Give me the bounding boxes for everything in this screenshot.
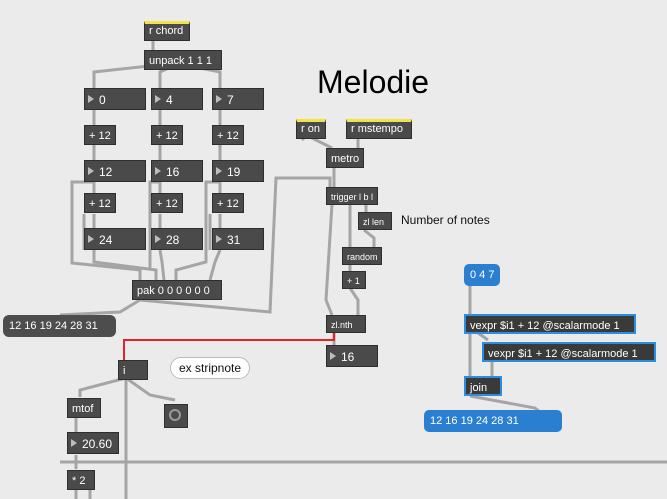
bang-button[interactable]	[164, 404, 188, 428]
bang-icon	[169, 409, 181, 421]
unpack-object[interactable]: unpack 1 1 1	[144, 50, 222, 70]
int-object[interactable]: i	[118, 360, 148, 380]
number-box-16[interactable]: 16	[151, 160, 203, 182]
times-2-object[interactable]: * 2	[67, 470, 95, 490]
plus-12-object[interactable]: + 12	[151, 193, 183, 213]
vexpr-object-2[interactable]: vexpr $i1 + 12 @scalarmode 1	[482, 342, 656, 362]
ex-stripnote-comment: ex stripnote	[170, 357, 251, 379]
receive-on[interactable]: r on	[296, 119, 326, 139]
number-box-19[interactable]: 19	[212, 160, 264, 182]
zl-len-object[interactable]: zl len	[358, 212, 392, 230]
number-box-31[interactable]: 31	[212, 228, 264, 250]
vexpr-object-1[interactable]: vexpr $i1 + 12 @scalarmode 1	[464, 314, 636, 334]
plus-12-object[interactable]: + 12	[212, 193, 244, 213]
receive-mstempo[interactable]: r mstempo	[346, 119, 412, 139]
mtof-object[interactable]: mtof	[67, 398, 101, 418]
mtof-output-number[interactable]: 20.60	[67, 432, 119, 454]
pak-output-message[interactable]: 12 16 19 24 28 31	[3, 315, 116, 337]
number-box-12[interactable]: 12	[84, 160, 146, 182]
plus-12-object[interactable]: + 12	[212, 125, 244, 145]
number-box-4[interactable]: 4	[151, 88, 203, 110]
metro-object[interactable]: metro	[326, 148, 364, 168]
plus-12-object[interactable]: + 12	[84, 193, 116, 213]
nth-output-number[interactable]: 16	[326, 345, 378, 367]
join-output-message[interactable]: 12 16 19 24 28 31	[424, 410, 562, 432]
chord-input-message[interactable]: 0 4 7	[464, 264, 500, 286]
number-box-28[interactable]: 28	[151, 228, 203, 250]
number-box-0[interactable]: 0	[84, 88, 146, 110]
number-of-notes-comment: Number of notes	[401, 213, 490, 227]
plus-1-object[interactable]: + 1	[342, 271, 366, 289]
number-box-24[interactable]: 24	[84, 228, 146, 250]
plus-12-object[interactable]: + 12	[151, 125, 183, 145]
plus-12-object[interactable]: + 12	[84, 125, 116, 145]
join-object[interactable]: join	[464, 376, 502, 396]
number-box-7[interactable]: 7	[212, 88, 264, 110]
trigger-object[interactable]: trigger l b l	[326, 187, 378, 205]
zl-nth-object[interactable]: zl.nth	[326, 315, 366, 333]
random-object[interactable]: random	[342, 247, 382, 265]
patch-title: Melodie	[317, 64, 430, 100]
receive-chord[interactable]: r chord	[144, 21, 190, 41]
pak-object[interactable]: pak 0 0 0 0 0 0	[132, 280, 222, 300]
